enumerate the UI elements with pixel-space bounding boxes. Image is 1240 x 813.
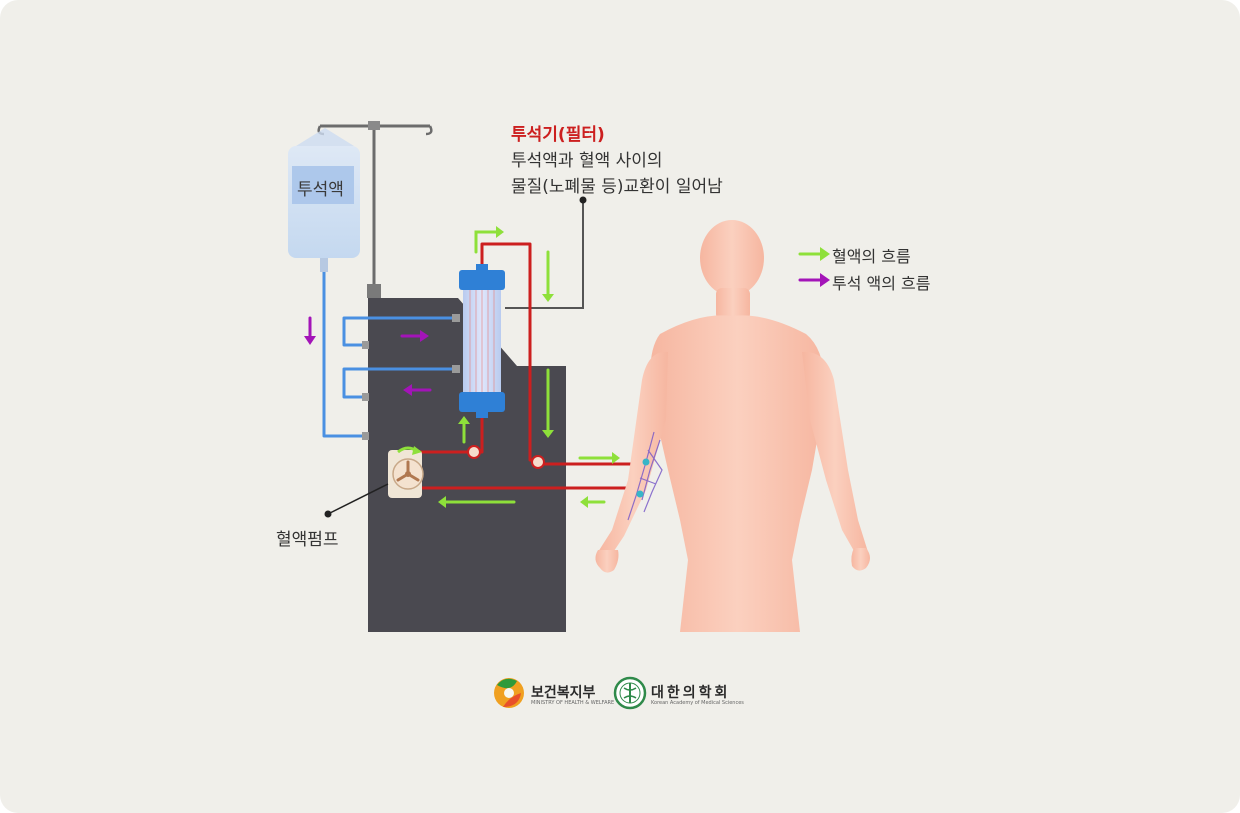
blood-pump	[388, 446, 424, 498]
dialyzer-filter	[459, 264, 505, 418]
dialysis-machine	[368, 298, 566, 632]
ministry-logo-icon	[494, 678, 524, 708]
blood-tubing	[418, 242, 644, 490]
legend-dialysate-flow-label: 투석 액의 흐름	[832, 274, 931, 293]
dialysate-bag-label: 투석액	[297, 180, 344, 200]
iv-pole	[317, 121, 433, 298]
dialysate-bag	[288, 128, 360, 272]
arm-veins	[627, 431, 663, 521]
academy-logo-name: 대한의학회	[651, 685, 731, 701]
pump-callout-pointer	[324, 483, 389, 518]
dialysate-tubing	[322, 272, 458, 438]
access-point-arterial	[642, 458, 650, 466]
ministry-logo-subtitle: MINISTRY OF HEALTH & WELFARE	[531, 700, 615, 706]
human-figure	[595, 220, 870, 632]
blood-flow-arrows	[444, 230, 822, 504]
blood-pump-label: 혈액펌프	[276, 530, 339, 550]
filter-callout-pointer	[505, 196, 587, 309]
blood-flow-arrowheads	[438, 226, 830, 508]
filter-description-line1: 투석액과 혈액 사이의	[511, 151, 663, 171]
tubing-connectors	[362, 314, 460, 440]
ministry-logo-name: 보건복지부	[531, 685, 596, 701]
dialysate-flow-arrowheads	[304, 273, 830, 396]
access-point-venous	[636, 490, 644, 498]
legend-blood-flow-label: 혈액의 흐름	[832, 247, 911, 266]
academy-logo-subtitle: Korean Academy of Medical Sciences	[651, 700, 744, 706]
filter-description-line2: 물질(노폐물 등)교환이 일어남	[511, 177, 723, 197]
filter-title: 투석기(필터)	[511, 125, 605, 145]
line-valves	[467, 445, 545, 469]
academy-logo-icon	[613, 676, 647, 710]
dialysate-flow-arrows	[308, 278, 822, 392]
